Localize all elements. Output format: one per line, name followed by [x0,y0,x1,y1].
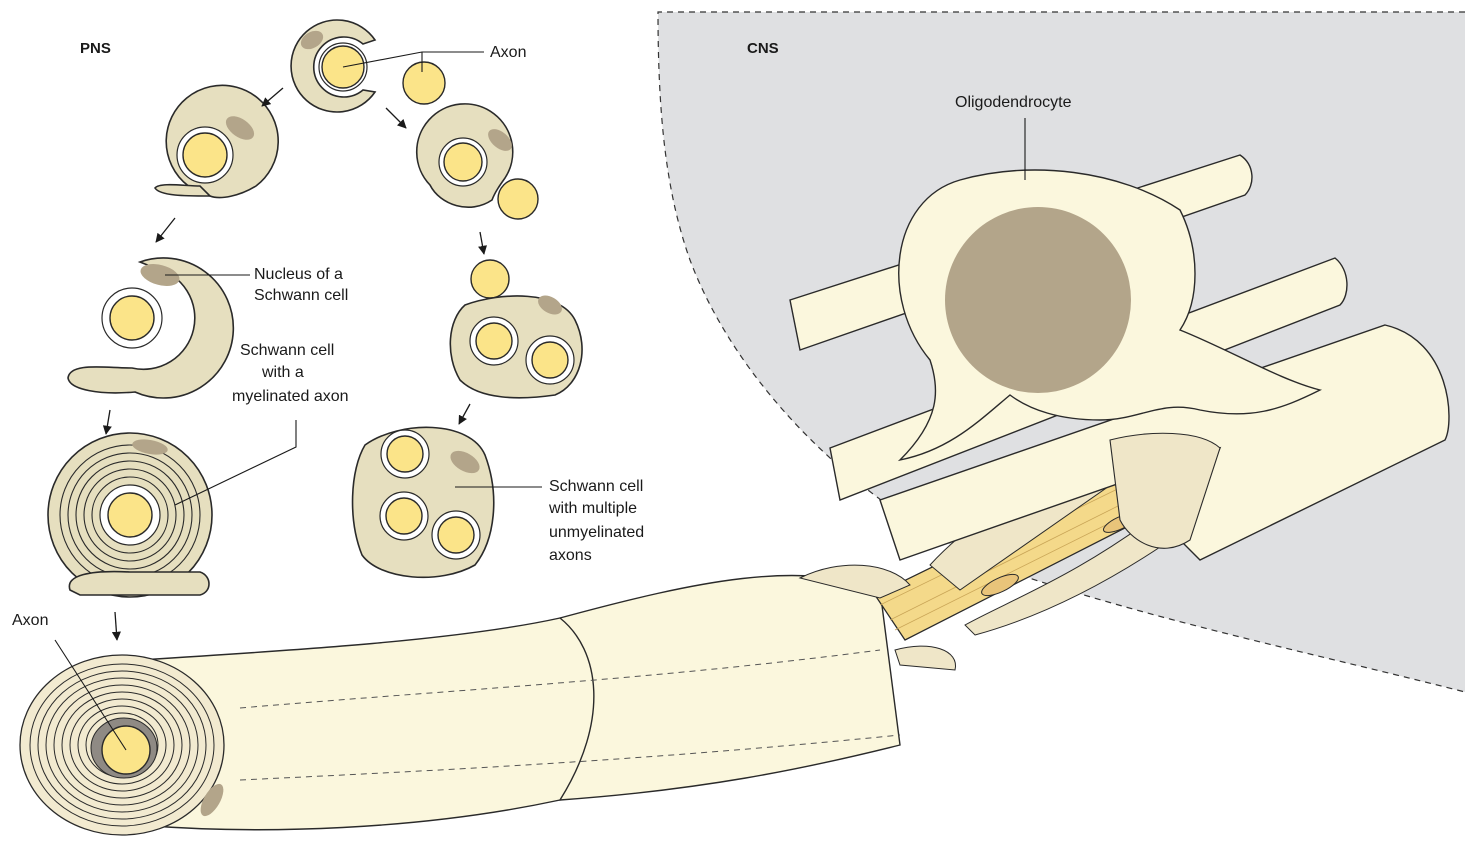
schwann-right-stage-2 [417,104,538,219]
label-myelinated-2: with a [261,364,304,381]
label-myelinated-1: Schwann cell [240,342,334,359]
cns-title: CNS [747,40,779,57]
schwann-stage-2 [155,85,278,197]
schwann-stage-4 [48,433,212,597]
schwann-right-stage-3 [450,292,582,398]
label-oligodendrocyte: Oligodendrocyte [955,94,1072,111]
oligodendrocyte-nucleus [945,207,1131,393]
label-nucleus-1: Nucleus of a [254,266,343,283]
label-unmyelinated-4: axons [549,547,592,564]
label-axon-bottom: Axon [12,612,48,629]
free-axon [403,62,445,104]
label-axon-top: Axon [490,44,526,61]
pns-title: PNS [80,40,111,57]
label-myelinated-3: myelinated axon [232,388,349,405]
label-nucleus-2: Schwann cell [254,287,348,304]
label-unmyelinated-2: with multiple [548,500,637,517]
label-unmyelinated-1: Schwann cell [549,478,643,495]
schwann-stage-1 [291,20,375,112]
incoming-axon [471,260,509,298]
schwann-stage-3 [68,258,233,398]
schwann-right-stage-4 [353,427,494,577]
label-unmyelinated-3: unmyelinated [549,524,644,541]
